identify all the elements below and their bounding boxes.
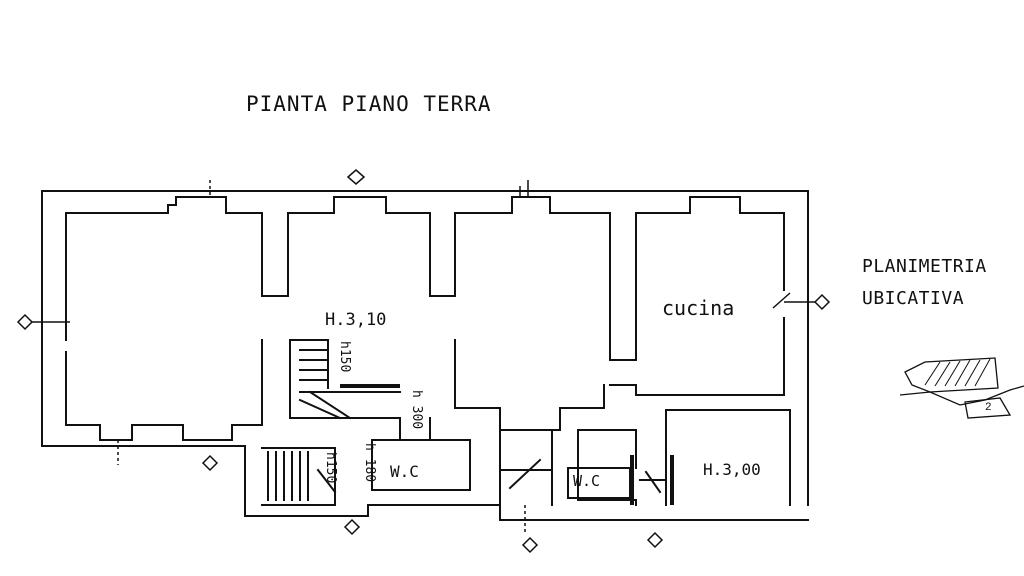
stair-lower [261, 447, 336, 506]
window-marker-top [346, 169, 366, 185]
stair-note-4: h150 [323, 452, 338, 484]
site-plan [899, 357, 1024, 419]
door-marker-1 [201, 454, 219, 472]
main-room-height: H.3,10 [325, 310, 387, 330]
wc-right-label: W.C [573, 472, 601, 490]
site-plan-hatch [924, 358, 991, 387]
window-marker-right [813, 293, 831, 311]
wc-left-label: W.C [390, 462, 419, 481]
wc-left-walls [371, 439, 471, 491]
stair-note-1: h150 [337, 341, 352, 373]
door-marker-2 [343, 518, 361, 536]
site-plan-label-1: PLANIMETRIA [862, 256, 987, 277]
stair-note-3: h 180 [362, 443, 377, 483]
kitchen-label: cucina [662, 296, 735, 320]
back-room-height: H.3,00 [703, 460, 761, 479]
door-marker-4 [646, 531, 664, 549]
window-marker-left [16, 313, 34, 331]
stair-left [289, 339, 401, 419]
outer-wall-bottom-left [41, 445, 369, 517]
drawing-title: PIANTA PIANO TERRA [246, 92, 492, 116]
stair-note-2: h 300 [409, 390, 424, 430]
outer-wall-bottom-mid [367, 504, 561, 521]
site-plan-label-2: UBICATIVA [862, 288, 965, 309]
door-marker-3 [521, 536, 539, 554]
site-plan-number: 2 [985, 402, 992, 414]
